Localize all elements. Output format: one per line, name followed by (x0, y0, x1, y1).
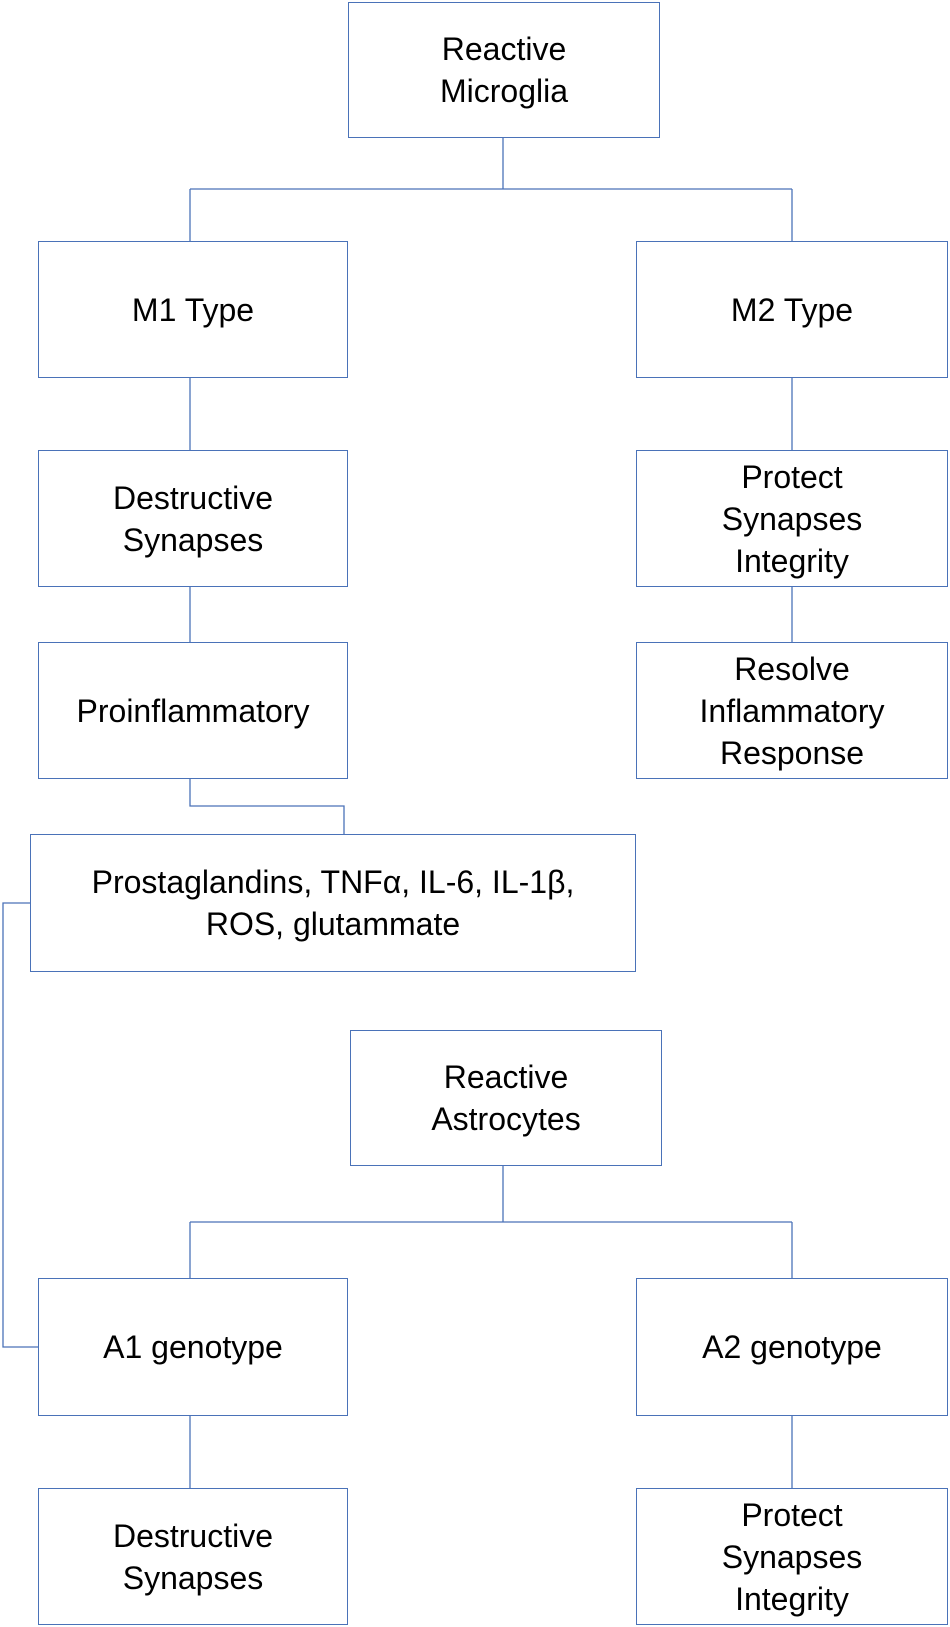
node-label: Reactive Microglia (439, 31, 569, 109)
node-proinflammatory: Proinflammatory (38, 642, 348, 779)
node-a2-genotype: A2 genotype (636, 1278, 948, 1416)
node-label: A1 genotype (103, 1329, 283, 1365)
node-reactive-microglia: Reactive Microglia (348, 2, 660, 138)
node-label: Protect Synapses Integrity (721, 458, 863, 579)
node-protect-synapses-bottom: Protect Synapses Integrity (636, 1488, 948, 1625)
connector-proinflammatory-mediators (189, 779, 345, 834)
node-label: A2 genotype (702, 1329, 882, 1365)
connector-mediators-a1 (2, 902, 38, 1348)
node-destructive-synapses-bottom: Destructive Synapses (38, 1488, 348, 1625)
node-m1-type: M1 Type (38, 241, 348, 378)
node-reactive-astrocytes: Reactive Astrocytes (350, 1030, 662, 1166)
node-mediators: Prostaglandins, TNFα, IL-6, IL-1β, ROS, … (30, 834, 636, 972)
node-label: M2 Type (730, 291, 854, 328)
node-destructive-synapses-top: Destructive Synapses (38, 450, 348, 587)
node-resolve-inflammatory: Resolve Inflammatory Response (636, 642, 948, 779)
node-label: Protect Synapses Integrity (721, 1496, 863, 1617)
node-m2-type: M2 Type (636, 241, 948, 378)
node-label: M1 Type (131, 291, 255, 328)
node-label: Proinflammatory (76, 692, 310, 729)
node-a1-genotype: A1 genotype (38, 1278, 348, 1416)
node-label: Reactive Astrocytes (431, 1059, 581, 1137)
node-label: Destructive Synapses (112, 479, 274, 558)
node-label: Destructive Synapses (112, 1517, 274, 1596)
node-label: Resolve Inflammatory Response (699, 650, 885, 771)
node-protect-synapses-top: Protect Synapses Integrity (636, 450, 948, 587)
node-label: Prostaglandins, TNFα, IL-6, IL-1β, ROS, … (91, 864, 575, 942)
